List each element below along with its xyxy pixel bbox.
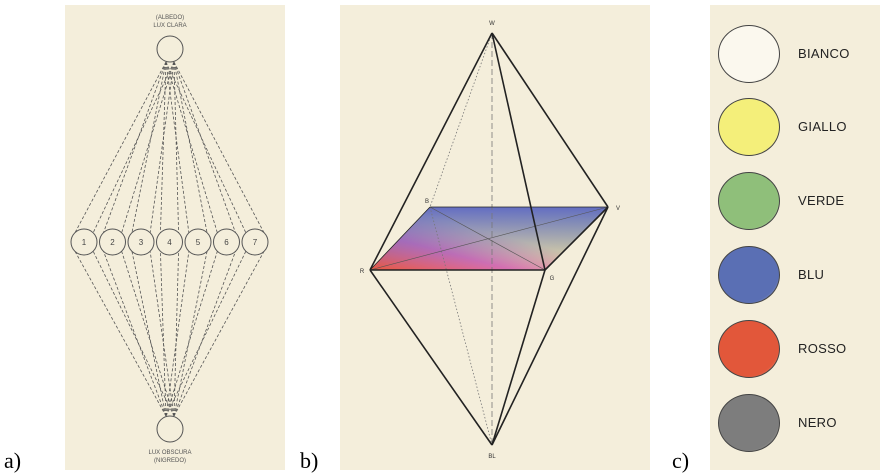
color-octahedron-panel: W BL R V B G (340, 5, 650, 470)
lux-diagram: (ALBEDO) LUX CLARA 1 2 3 4 5 6 7 LUX OBSCURA (… (70, 15, 269, 464)
vertex-label-g: G (550, 276, 555, 282)
numbered-circles: 1 2 3 4 5 6 7 (70, 228, 269, 256)
connecting-lines (74, 61, 265, 417)
color-swatch (718, 98, 780, 156)
numbered-circle (184, 228, 212, 256)
bottom-circle (156, 415, 184, 443)
lux-obscura-label: LUX OBSCURA (148, 450, 191, 456)
numbered-circle (70, 228, 98, 256)
swatch-label: BIANCO (798, 46, 850, 61)
hidden-edges (429, 32, 493, 446)
panel-label-a: a) (4, 448, 22, 473)
octahedron-edges (369, 32, 609, 446)
albedo-label: (ALBEDO) (156, 15, 184, 21)
swatch-label: VERDE (798, 193, 845, 208)
numbered-circle (127, 228, 155, 256)
color-swatch (718, 394, 780, 452)
swatch-label: GIALLO (798, 119, 847, 134)
numbered-circle (99, 228, 126, 256)
color-swatch (718, 25, 780, 83)
numbered-circle (156, 228, 183, 256)
swatch-label: ROSSO (798, 341, 847, 356)
circle-number: 4 (167, 238, 172, 247)
circle-number: 7 (253, 238, 258, 247)
swatch-label: NERO (798, 415, 837, 430)
lux-diagram-panel: (ALBEDO) LUX CLARA 1 2 3 4 5 6 7 LUX OBSCURA (… (65, 5, 285, 470)
vertex-label-r: R (360, 269, 365, 275)
vertex-label-b: B (425, 199, 429, 205)
panel-label-b: b) (300, 448, 319, 473)
panel-label-c: c) (672, 448, 690, 473)
numbered-circle (241, 228, 269, 256)
circle-number: 3 (139, 238, 144, 247)
circle-number: 1 (82, 238, 87, 247)
circle-number: 6 (224, 238, 229, 247)
top-circle (156, 35, 184, 63)
swatch-label: BLU (798, 267, 825, 282)
color-swatch-panel: BIANCO GIALLO VERDE BLU ROSSO NERO (710, 5, 880, 470)
plane-diagonals (369, 206, 609, 271)
lux-clara-label: LUX CLARA (153, 23, 186, 29)
circle-number: 5 (196, 238, 201, 247)
numbered-circle (213, 228, 240, 256)
color-swatch (718, 320, 780, 378)
circle-number: 2 (110, 238, 115, 247)
color-octahedron: W BL R V B G (360, 21, 620, 460)
vertex-label-w: W (489, 21, 495, 27)
color-swatch (718, 172, 780, 230)
vertex-label-v: V (616, 206, 620, 212)
nigredo-label: (NIGREDO) (154, 458, 186, 464)
color-swatch (718, 246, 780, 304)
vertex-label-bl: BL (488, 454, 496, 460)
